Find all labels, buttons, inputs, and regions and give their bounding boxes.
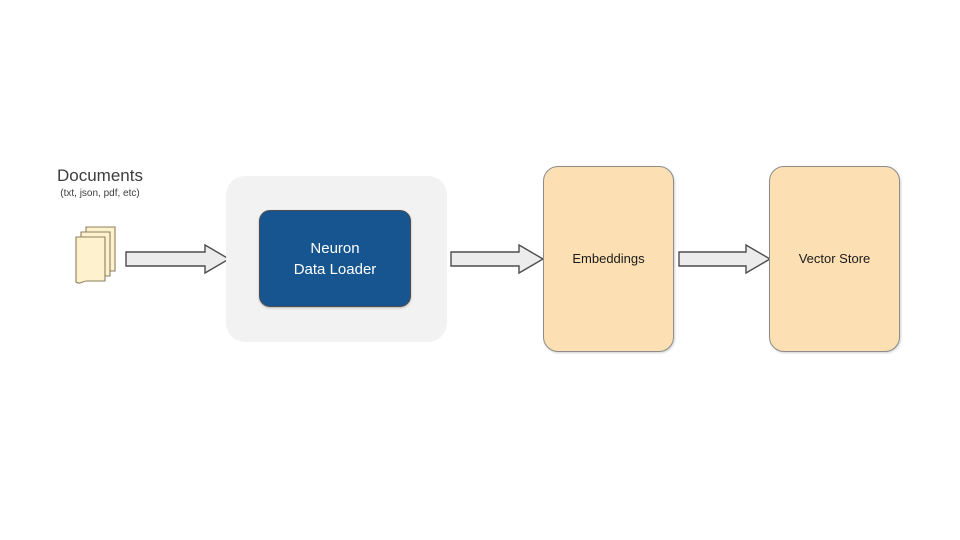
vector-store-box[interactable]: Vector Store <box>769 166 900 352</box>
embeddings-box[interactable]: Embeddings <box>543 166 674 352</box>
arrow-embeddings-to-vector-store <box>678 243 772 275</box>
neuron-data-loader-box[interactable]: Neuron Data Loader <box>259 210 411 307</box>
neuron-data-loader-label: Neuron Data Loader <box>293 239 377 278</box>
embeddings-label: Embeddings <box>572 251 645 266</box>
vector-store-label: Vector Store <box>798 251 871 266</box>
documents-label-group: Documents (txt, json, pdf, etc) <box>30 165 170 201</box>
document-stack-icon <box>74 225 128 287</box>
arrow-loader-to-embeddings <box>450 243 545 275</box>
documents-subtitle: (txt, json, pdf, etc) <box>60 188 140 199</box>
documents-title: Documents <box>57 166 143 185</box>
arrow-documents-to-loader <box>125 243 231 275</box>
